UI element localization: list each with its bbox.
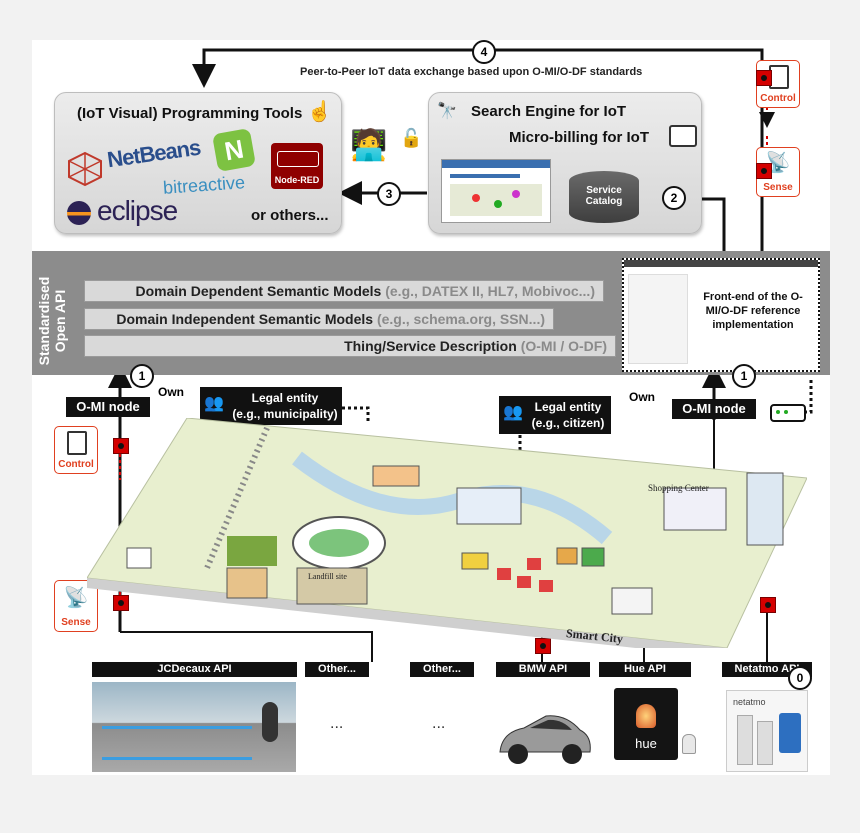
control-badge-left: Control [54, 426, 98, 474]
layer-thing-service: Thing/Service Description (O-MI / O-DF) [84, 335, 616, 357]
diagram-canvas: Peer-to-Peer IoT data exchange based upo… [32, 40, 830, 775]
hue-bulb-icon [682, 734, 696, 754]
ellipsis-2: ... [432, 715, 446, 732]
service-catalog-label: Service Catalog [585, 185, 623, 207]
step-3-marker: 3 [377, 182, 401, 206]
developer-icon: 🧑‍💻 [350, 129, 388, 162]
n-logo-icon: N [211, 127, 257, 173]
layer1-title: Domain Dependent Semantic Models [135, 283, 382, 299]
netatmo-box-image: netatmo [726, 690, 808, 772]
micro-billing-title: Micro-billing for IoT [509, 129, 649, 146]
netbeans-cube-icon [68, 151, 102, 187]
wifi-router-icon [770, 404, 806, 422]
search-engine-title: Search Engine for IoT [471, 103, 627, 120]
api-hue: Hue API [599, 662, 691, 677]
shopping-center-label: Shopping Center [648, 483, 709, 493]
eclipse-logo: eclipse [97, 195, 178, 226]
api-other-2: Other... [410, 662, 474, 677]
red-connector-5 [535, 638, 551, 654]
sense-badge-left: 📡 Sense [54, 580, 98, 632]
control-top-label: Control [760, 93, 796, 104]
red-connector-1 [756, 70, 772, 86]
omi-node-left: O-MI node [66, 397, 150, 417]
netatmo-logo: netatmo [733, 697, 766, 707]
omi-node-right: O-MI node [672, 399, 756, 419]
control-left-label: Control [58, 459, 94, 470]
red-connector-4 [113, 595, 129, 611]
people-icon: 👥 [204, 395, 224, 412]
sensor-antenna-icon-2: 📡 [63, 587, 89, 609]
door-switch-icon-2 [67, 431, 87, 455]
own-right-label: Own [629, 390, 655, 404]
sense-top-label: Sense [763, 182, 793, 193]
sense-left-label: Sense [61, 617, 91, 628]
citizen-line2: (e.g., citizen) [531, 416, 605, 430]
layer-domain-dependent: Domain Dependent Semantic Models (e.g., … [84, 280, 604, 302]
bmw-car-image [499, 715, 591, 764]
entity-municipality: 👥 Legal entity (e.g., municipality) [200, 387, 342, 425]
top-arrow-text: Peer-to-Peer IoT data exchange based upo… [300, 66, 643, 78]
layer3-title: Thing/Service Description [344, 338, 517, 354]
programming-tools-title: (IoT Visual) Programming Tools [77, 105, 303, 122]
frontend-label: Front-end of the O-MI/O-DF reference imp… [703, 291, 803, 331]
binoculars-icon: 🔭 [437, 103, 457, 120]
search-engine-panel: 🔭 Search Engine for IoT Micro-billing fo… [428, 92, 702, 234]
ellipsis-1: ... [330, 715, 344, 732]
step-2-marker: 2 [662, 186, 686, 210]
frontend-screenshot: Front-end of the O-MI/O-DF reference imp… [622, 258, 820, 372]
layer2-examples: (e.g., schema.org, SSN...) [376, 311, 545, 327]
layer-domain-independent: Domain Independent Semantic Models (e.g.… [84, 308, 554, 330]
step-0-marker: 0 [788, 666, 812, 690]
layer1-examples: (e.g., DATEX II, HL7, Mobivoc...) [385, 283, 595, 299]
red-connector-7 [760, 597, 776, 613]
nodered-label: Node-RED [274, 175, 320, 185]
step-4-marker: 4 [472, 40, 496, 64]
step-1-right-marker: 1 [732, 364, 756, 388]
step-1-left-marker: 1 [130, 364, 154, 388]
door-switch-icon [769, 65, 789, 89]
or-others-label: or others... [251, 207, 329, 224]
hue-logo: hue [635, 736, 657, 751]
citizen-line1: Legal entity [534, 400, 602, 414]
pointer-hand-icon: ☝ [307, 101, 332, 123]
netbeans-logo: NetBeans [105, 134, 202, 173]
municipality-line2: (e.g., municipality) [232, 407, 338, 421]
programming-tools-panel: (IoT Visual) Programming Tools ☝ NetBean… [54, 92, 342, 234]
red-connector-2 [756, 163, 772, 179]
people-icon-2: 👥 [503, 404, 523, 421]
layer2-title: Domain Independent Semantic Models [116, 311, 374, 327]
service-catalog-db-icon: Service Catalog [569, 171, 639, 223]
eclipse-globe-icon [67, 201, 91, 225]
municipality-line1: Legal entity [251, 391, 319, 405]
padlock-icon: 🔓 [400, 128, 423, 148]
search-screenshot [441, 159, 551, 223]
api-jcdecaux: JCDecaux API [92, 662, 297, 677]
open-api-side-label: Standardised Open API [36, 276, 68, 366]
own-left-label: Own [158, 385, 184, 399]
hue-box-image: hue [614, 688, 678, 760]
api-bmw: BMW API [496, 662, 590, 677]
landfill-label: Landfill site [308, 572, 347, 581]
credit-card-icon [669, 125, 697, 147]
nodered-logo: Node-RED [271, 143, 323, 189]
smart-city-illustration [87, 418, 807, 648]
api-other-1: Other... [305, 662, 369, 677]
entity-citizen: 👥 Legal entity (e.g., citizen) [499, 396, 611, 434]
bike-station-photo [92, 682, 296, 772]
layer3-examples: (O-MI / O-DF) [520, 338, 607, 354]
red-connector-3 [113, 438, 129, 454]
